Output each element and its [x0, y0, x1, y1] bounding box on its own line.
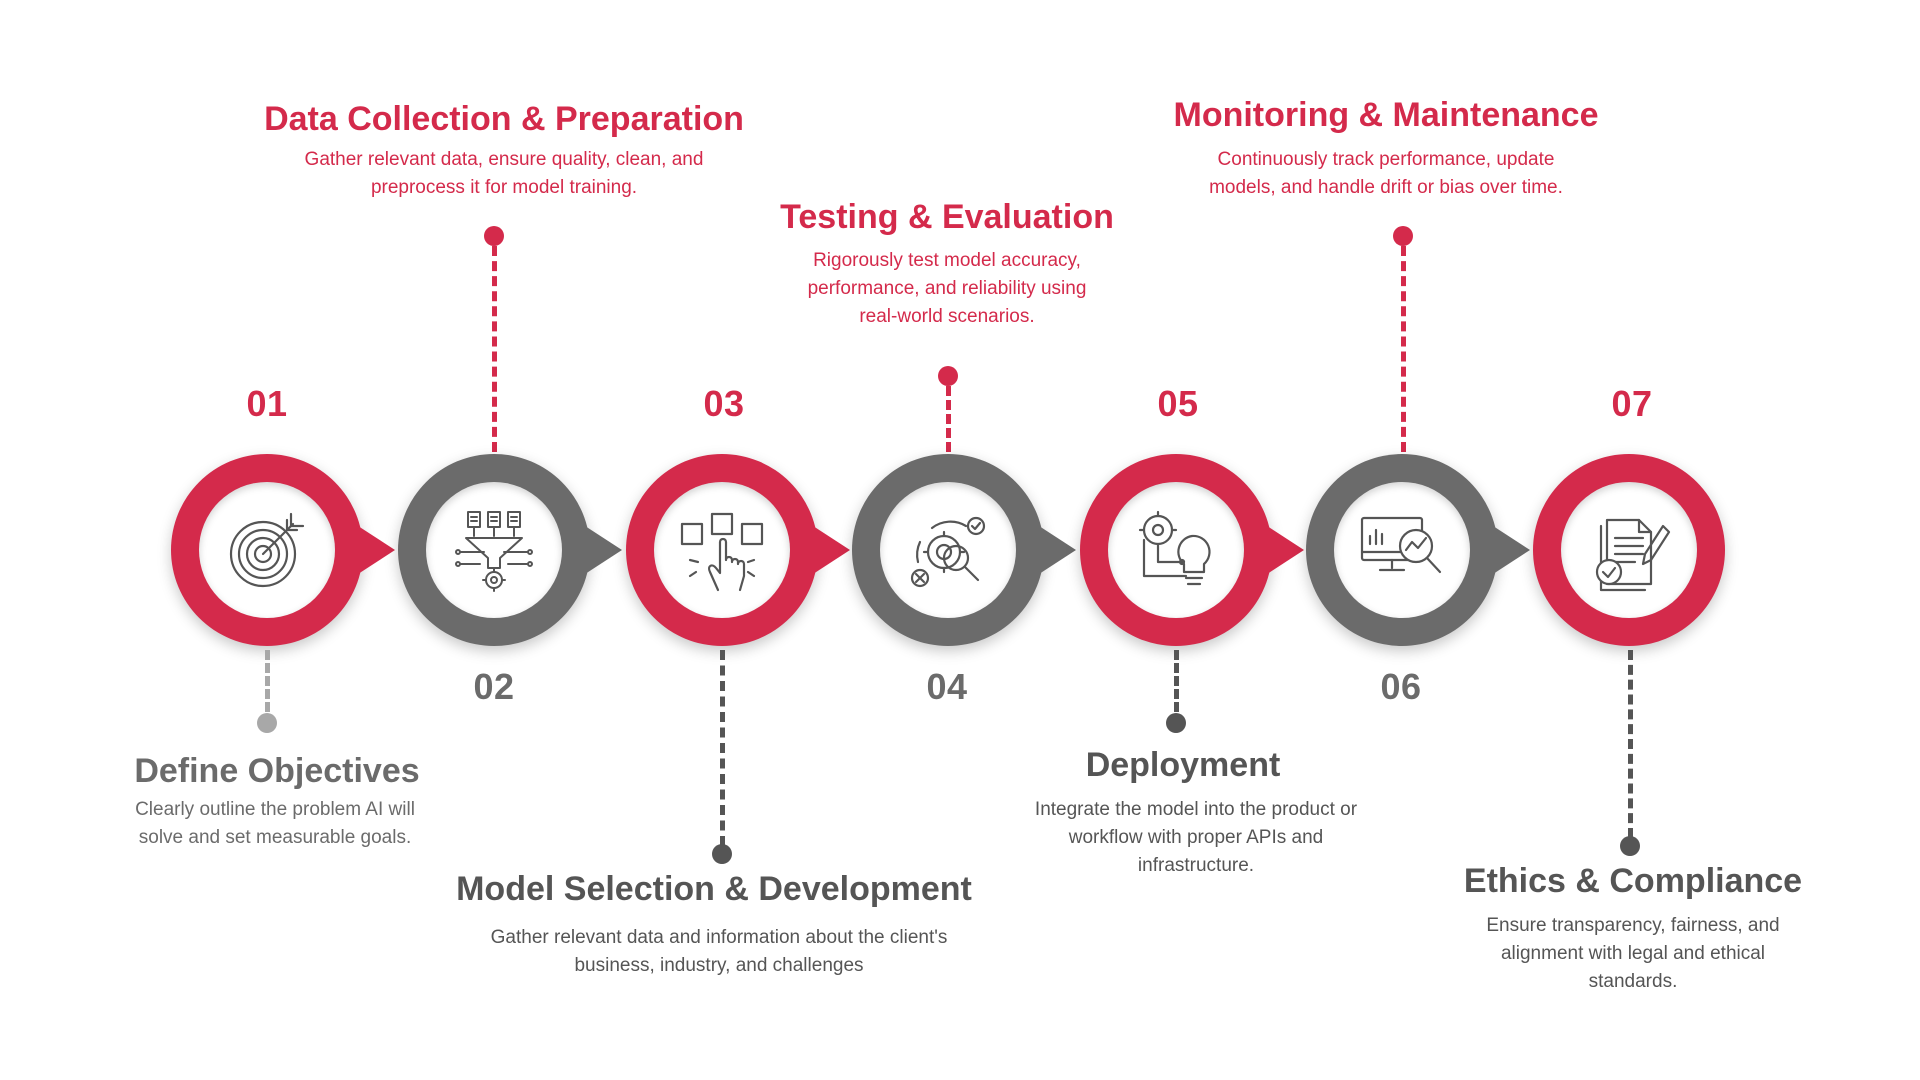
- step-06-pointer: [1490, 524, 1530, 576]
- step-05-pointer: [1264, 524, 1304, 576]
- step-02-dot: [484, 226, 504, 246]
- step-01-pointer: [355, 524, 395, 576]
- monitor-analytics-icon: [1360, 516, 1442, 574]
- step-02-description: Gather relevant data, ensure quality, cl…: [304, 149, 704, 198]
- step-05-connector: [1174, 650, 1179, 712]
- step-02-connector: [492, 246, 497, 452]
- step-01-description: Clearly outline the problem AI will solv…: [135, 799, 415, 848]
- data-funnel-icon: [455, 511, 533, 592]
- step-06-dot: [1393, 226, 1413, 246]
- step-07-dot: [1620, 836, 1640, 856]
- step-02-number: 02: [473, 666, 515, 707]
- gear-magnifier-icon: [910, 516, 986, 588]
- step-04-connector: [946, 386, 951, 452]
- step-04-pointer: [1036, 524, 1076, 576]
- step-01-title: Define Objectives: [134, 752, 420, 790]
- step-07-description: Ensure transparency, fairness, and align…: [1486, 915, 1780, 992]
- step-01-number: 01: [246, 383, 288, 424]
- step-03-circle: [626, 454, 850, 646]
- step-07-title: Ethics & Compliance: [1463, 862, 1803, 900]
- step-06-circle: [1306, 454, 1530, 646]
- step-04-dot: [938, 366, 958, 386]
- step-06-number: 06: [1380, 666, 1422, 707]
- gear-bulb-icon: [1138, 510, 1211, 586]
- step-06-title: Monitoring & Maintenance: [1173, 96, 1599, 134]
- step-03-dot: [712, 844, 732, 864]
- step-03-title: Model Selection & Development: [456, 870, 972, 908]
- step-03-pointer: [810, 524, 850, 576]
- step-07-number: 07: [1611, 383, 1653, 424]
- step-04-title: Testing & Evaluation: [780, 198, 1114, 236]
- hand-select-icon: [680, 512, 764, 592]
- step-04-circle: [852, 454, 1076, 646]
- step-06-description: Continuously track performance, update m…: [1209, 149, 1563, 198]
- step-05-title: Deployment: [1085, 746, 1281, 784]
- step-05-description: Integrate the model into the product or …: [1034, 799, 1358, 876]
- step-01-circle: [171, 454, 395, 646]
- step-05-number: 05: [1157, 383, 1199, 424]
- step-01-dot: [257, 713, 277, 733]
- step-04-description: Rigorously test model accuracy, performa…: [807, 250, 1087, 327]
- step-03-connector: [720, 650, 725, 846]
- step-02-title: Data Collection & Preparation: [264, 100, 744, 138]
- step-06-connector: [1401, 246, 1406, 452]
- step-03-number: 03: [703, 383, 745, 424]
- document-check-icon: [1595, 518, 1671, 592]
- step-05-circle: [1080, 454, 1304, 646]
- step-03-description: Gather relevant data and information abo…: [490, 927, 948, 976]
- step-05-dot: [1166, 713, 1186, 733]
- step-07-connector: [1628, 650, 1633, 838]
- step-07-circle: [1533, 454, 1725, 646]
- step-01-connector: [265, 650, 270, 712]
- step-02-circle: [398, 454, 622, 646]
- step-02-pointer: [582, 524, 622, 576]
- step-04-number: 04: [926, 666, 968, 707]
- target-arrow-icon: [229, 512, 305, 588]
